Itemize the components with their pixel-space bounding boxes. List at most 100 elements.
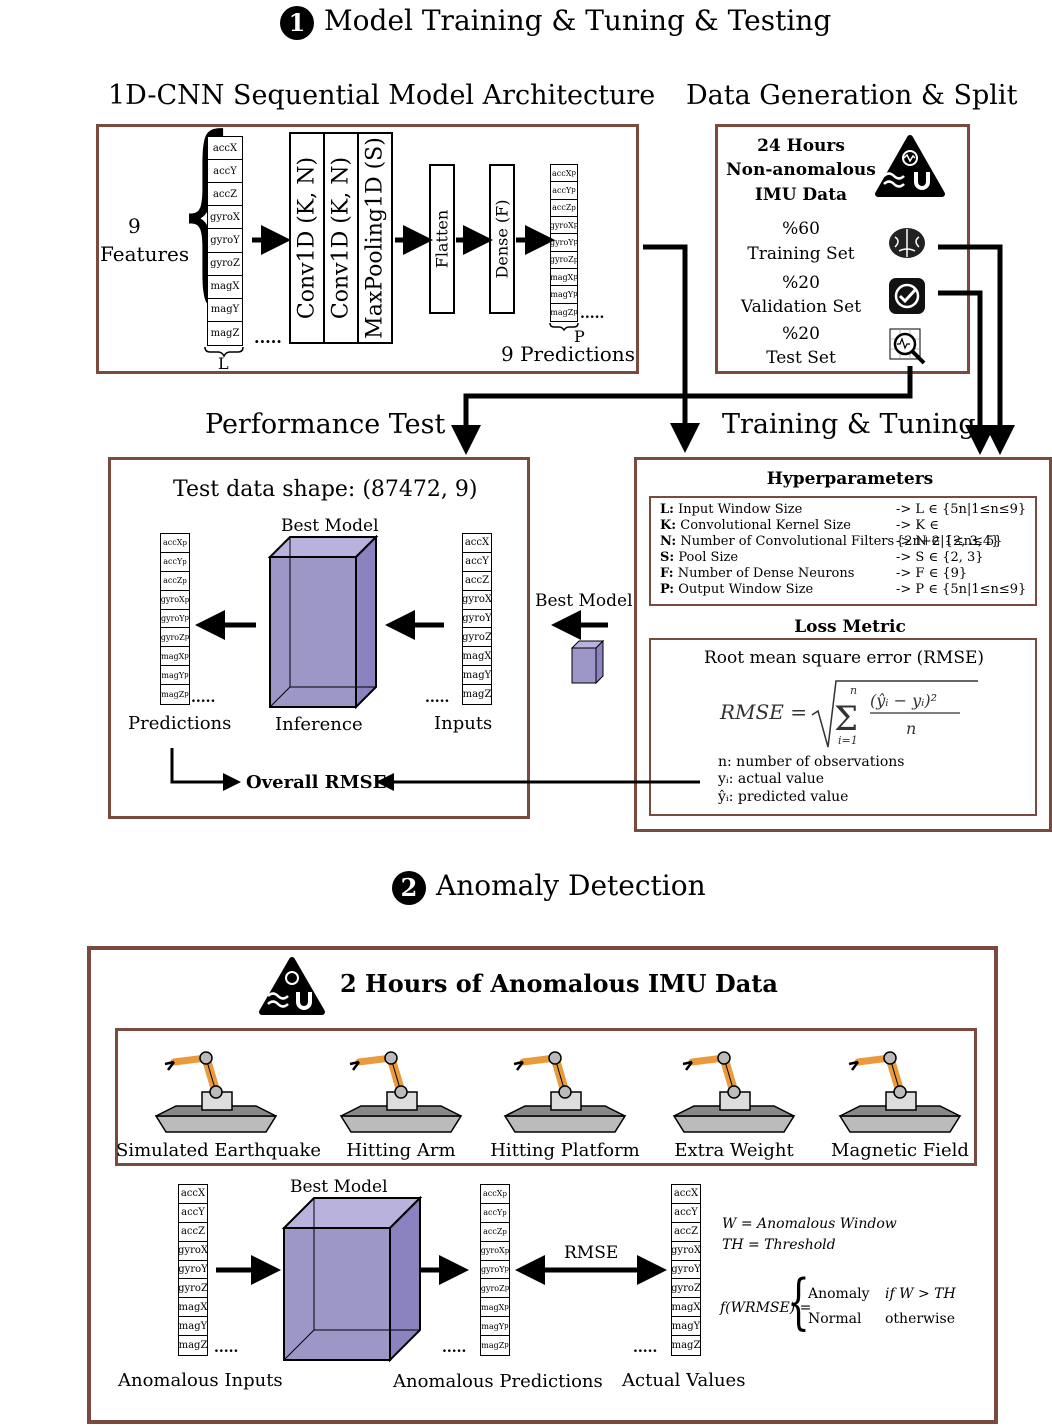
flatten-layer: Flatten [429, 164, 455, 314]
note-n: n: number of observations [718, 754, 905, 770]
brain-icon [887, 223, 927, 263]
hyperparam-row: F: Number of Dense Neurons-> F ∈ {9} [660, 566, 968, 581]
hyper-title: Hyperparameters [766, 469, 934, 489]
hyperparam-row: S: Pool Size-> S ∈ {2, 3} [660, 550, 984, 565]
stack-cell: accZ [179, 1223, 207, 1242]
source-line-3: IMU Data [754, 185, 848, 205]
training-set: Training Set [747, 244, 855, 264]
section1-title: Model Training & Tuning & Testing [324, 4, 832, 37]
stack-cell: accY [208, 160, 242, 184]
anomalous-predictions-label: Anomalous Predictions [393, 1371, 603, 1392]
hyperparam-row: P: Output Window Size-> P ∈ {5n|1≤n≤9} [660, 582, 1027, 597]
stack-cell: magY [672, 1317, 700, 1336]
perf-in-dots: ..... [425, 690, 450, 706]
test-set: Test Set [766, 348, 836, 368]
stack-cell: accX [672, 1185, 700, 1204]
stack-cell: gyroX [208, 206, 242, 230]
dense-layer: Dense (F) [489, 164, 515, 314]
stack-cell: gyroZ [462, 628, 492, 648]
hyper-list: L: Input Window Size-> L ∈ {5n|1≤n≤9}K: … [660, 502, 1040, 598]
stack-cell: gyroX [178, 1242, 208, 1261]
legend-window: W = Anomalous Window [722, 1216, 897, 1232]
stack-cell: magX [208, 276, 242, 299]
source-line-2: Non-anomalous [726, 160, 876, 180]
stack-cell: magZ [178, 1339, 208, 1351]
stack-cell: magY [463, 666, 491, 685]
features-label: Features [100, 242, 190, 266]
hyperparam-row: K: Convolutional Kernel Size-> K ∈ {2n+2… [660, 518, 1000, 549]
scenario-label: Magnetic Field [831, 1140, 969, 1161]
stack-cell: accX [463, 534, 491, 553]
perf-pred-dots: ..... [191, 690, 216, 706]
training-best-model: Best Model [535, 591, 633, 611]
stack-cell: accX [208, 137, 242, 161]
anomaly-box [87, 946, 998, 1424]
case-anomaly: Anomaly [808, 1286, 870, 1302]
conv1d-layer-2: Conv1D (K, N) [323, 132, 359, 344]
stack-cell: magZ [671, 1339, 701, 1351]
decision-func: f(WRMSE) = [720, 1300, 812, 1316]
stack-cell: gyroY [671, 1261, 701, 1280]
act-dots: ..... [633, 1340, 658, 1356]
training-pct: %60 [782, 219, 820, 239]
note-y: yᵢ: actual value [718, 771, 825, 787]
maxpooling-layer: MaxPooling1D (S) [357, 132, 393, 344]
hyperparam-row: N: Number of Convolutional Filters-> N ∈… [660, 534, 1003, 549]
stack-cell: magY [179, 1317, 207, 1336]
stack-cell: accZ [208, 183, 242, 207]
conv1d-layer-1: Conv1D (K, N) [289, 132, 325, 344]
rmse-title: Root mean square error (RMSE) [703, 648, 985, 668]
stack-cell: accZ [672, 1223, 700, 1242]
training-title: Training & Tuning [722, 409, 976, 440]
loss-title: Loss Metric [794, 617, 906, 637]
test-pct: %20 [782, 324, 820, 344]
feature-dots: ..... [254, 328, 282, 347]
perf-inference-label: Inference [275, 714, 363, 735]
loss-box [649, 638, 1037, 816]
stack-cell: gyroZ [178, 1279, 208, 1299]
scenario-robot: Hitting Arm [321, 1036, 481, 1162]
anomalous-inputs-label: Anomalous Inputs [118, 1370, 283, 1391]
stack-cell: accY [463, 553, 491, 572]
validation-set: Validation Set [740, 297, 862, 317]
length-label: L [218, 354, 229, 373]
rmse-lhs: RMSE = [720, 700, 807, 724]
architecture-box [96, 124, 639, 374]
source-line-1: 24 Hours [757, 136, 845, 156]
perf-predictions-label: Predictions [128, 713, 232, 734]
stack-cell: gyroX [462, 591, 492, 610]
section2-title: Anomaly Detection [436, 869, 706, 902]
perf-inputs-label: Inputs [434, 713, 493, 734]
anomaly-best-model: Best Model [290, 1177, 388, 1197]
scenario-label: Simulated Earthquake [116, 1140, 322, 1161]
hyper-box [649, 496, 1037, 606]
overall-rmse: Overall RMSE [246, 772, 387, 793]
scenario-label: Hitting Platform [490, 1140, 640, 1161]
legend-threshold: TH = Threshold [722, 1237, 836, 1253]
stack-cell: magZ [462, 688, 492, 700]
case-normal: Normal [808, 1311, 862, 1327]
scenario-robot: Magnetic Field [820, 1036, 980, 1162]
validation-check-icon [887, 276, 927, 316]
stack-cell: gyroZ [208, 253, 242, 276]
perf-best-model-label: Best Model [281, 516, 379, 536]
